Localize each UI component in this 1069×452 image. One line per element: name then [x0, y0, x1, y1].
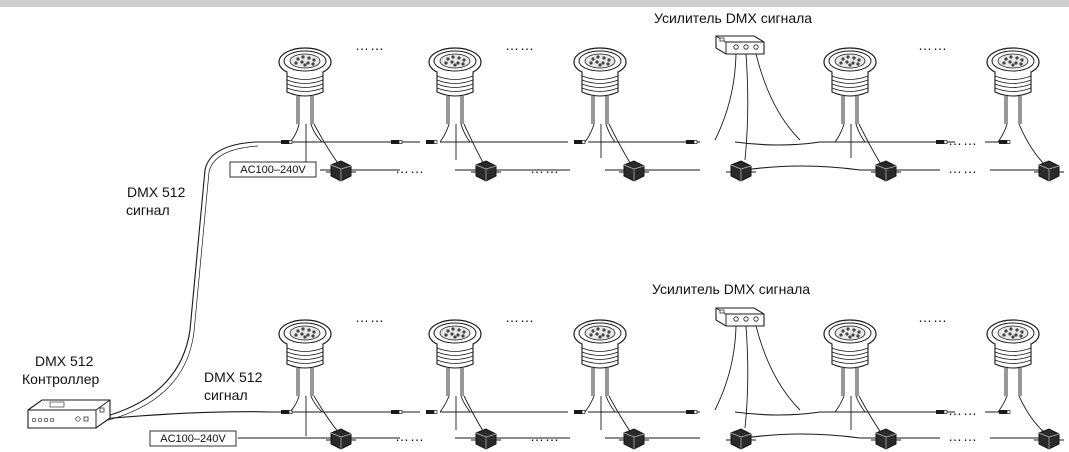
led-spotlight-icon [573, 47, 627, 125]
power-junction-box-icon [870, 160, 902, 182]
power-junction-box-icon [325, 428, 357, 450]
row-2: AC100–240V …… …… …… …… …… …… …… Усилител… [89, 281, 1065, 450]
led-spotlight-icon [428, 319, 482, 397]
signal-label-line1: DMX 512 [204, 369, 263, 385]
led-spotlight-icon [986, 47, 1040, 125]
power-junction-box-icon [1033, 428, 1065, 450]
led-spotlight-icon [823, 319, 877, 397]
cable-connector-icon [998, 139, 1011, 145]
power-junction-box-icon [470, 160, 502, 182]
controller-label-line1: DMX 512 [35, 353, 94, 369]
cable-connector-icon [390, 409, 403, 415]
cable-connector-icon [935, 409, 948, 415]
ellipsis-marker: …… [948, 132, 978, 148]
led-spotlight-icon [278, 47, 332, 125]
power-junction-box-icon [618, 160, 650, 182]
cable-connector-icon [573, 139, 586, 145]
top-bar [0, 0, 1069, 7]
cable-connector-icon [425, 409, 438, 415]
power-label: AC100–240V [160, 433, 226, 445]
led-spotlight-icon [278, 319, 332, 397]
cable-connector-icon [685, 409, 698, 415]
cable-connector-icon [280, 139, 293, 145]
ellipsis-marker: …… [918, 37, 948, 53]
ellipsis-marker: …… [530, 160, 560, 176]
ellipsis-marker: …… [355, 37, 385, 53]
controller-group: DMX 512 Контроллер DMX 512 сигнал DMX 51… [22, 141, 263, 429]
led-spotlight-icon [986, 319, 1040, 397]
row-1: AC100–240V …… …… …… …… …… …… …… Усилител… [229, 10, 1065, 182]
power-junction-box-icon [618, 428, 650, 450]
cable-connector-icon [390, 139, 403, 145]
ellipsis-marker: …… [505, 309, 535, 325]
cable-connector-icon [935, 139, 948, 145]
power-junction-box-icon [470, 428, 502, 450]
ellipsis-marker: …… [918, 309, 948, 325]
cable-connector-icon [685, 139, 698, 145]
ellipsis-marker: …… [530, 428, 560, 444]
signal-label-line2: сигнал [204, 387, 248, 403]
amplifier-label: Усилитель DMX сигнала [652, 281, 810, 297]
ellipsis-marker: …… [395, 428, 425, 444]
ellipsis-marker: …… [395, 160, 425, 176]
led-spotlight-icon [573, 319, 627, 397]
signal-label-line2: сигнал [126, 202, 170, 218]
power-junction-box-icon [1033, 160, 1065, 182]
ellipsis-marker: …… [948, 160, 978, 176]
cable-connector-icon [280, 409, 293, 415]
dmx-controller-icon [27, 399, 111, 429]
controller-label-line2: Контроллер [22, 371, 99, 387]
cable-connector-icon [573, 409, 586, 415]
power-junction-box-icon [725, 428, 757, 450]
cable-connector-icon [425, 139, 438, 145]
led-spotlight-icon [428, 47, 482, 125]
ellipsis-marker: …… [505, 37, 535, 53]
power-junction-box-icon [870, 428, 902, 450]
amplifier-label: Усилитель DMX сигнала [654, 10, 812, 26]
power-junction-box-icon [725, 160, 757, 182]
power-junction-box-icon [325, 160, 357, 182]
dmx-amplifier-icon [715, 35, 765, 55]
led-spotlight-icon [823, 47, 877, 125]
signal-label-line1: DMX 512 [127, 184, 186, 200]
ellipsis-marker: …… [948, 428, 978, 444]
power-label: AC100–240V [240, 164, 306, 176]
ellipsis-marker: …… [948, 402, 978, 418]
dmx-amplifier-icon [715, 307, 765, 327]
ellipsis-marker: …… [355, 309, 385, 325]
cable-connector-icon [998, 409, 1011, 415]
